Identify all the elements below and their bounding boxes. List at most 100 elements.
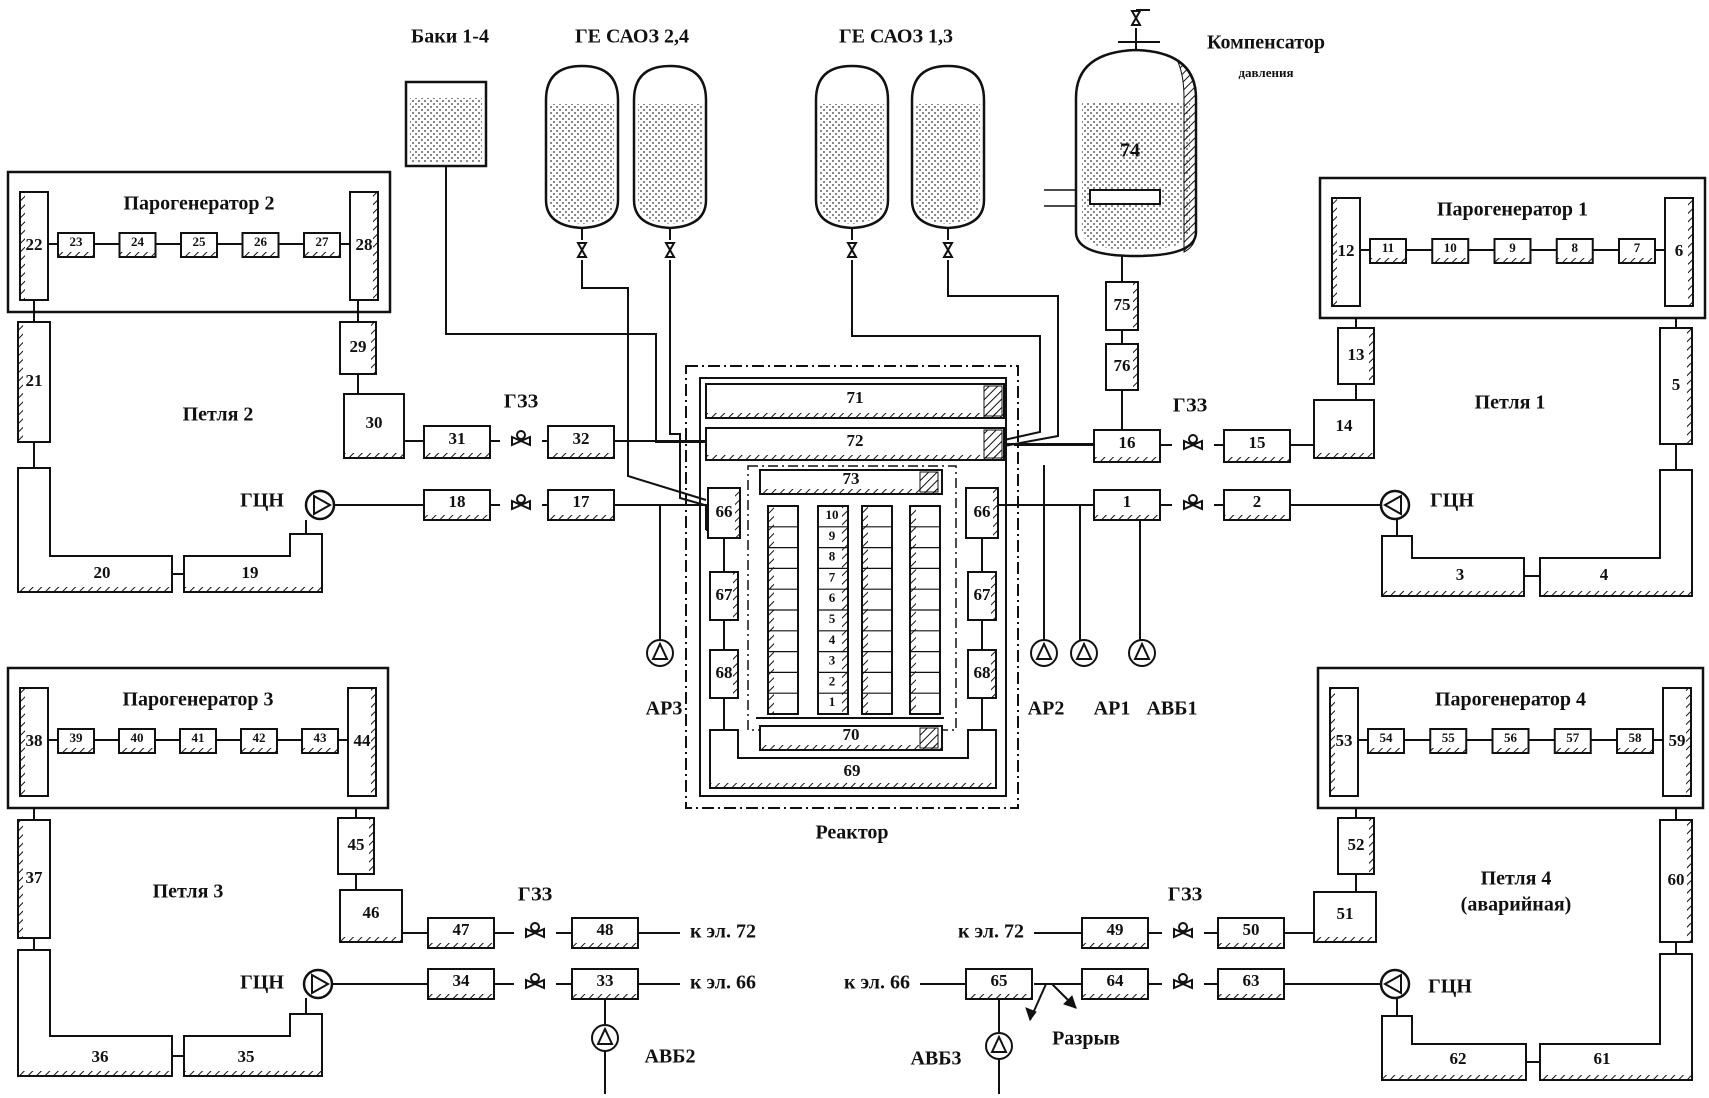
steam-generator-4-collector-left-label: 53 (1336, 731, 1353, 750)
loop4-label: Петля 4 (1481, 868, 1552, 890)
element-16-label: 16 (1119, 433, 1136, 452)
accumulator-ge-3-water (916, 104, 980, 224)
rcp3-label: ГЦН (240, 972, 284, 994)
steam-generator-1-tube-1-insulation (1432, 258, 1469, 263)
element-33-insulation (572, 994, 638, 999)
ref72-right: к эл. 72 (958, 921, 1024, 943)
rupture-arrow-2-head (1063, 995, 1077, 1009)
core-node-label-8: 8 (829, 549, 836, 564)
element-62-insulation (1382, 1075, 1526, 1080)
avb2-label: АВБ2 (644, 1046, 695, 1068)
core-node-label-1: 1 (829, 694, 836, 709)
element-32 (547, 425, 615, 459)
element-73-hatch (919, 471, 939, 493)
element-18-label: 18 (449, 492, 466, 511)
element-13-insulation (1369, 328, 1374, 384)
steam-generator-3-collector-left-label: 38 (26, 731, 43, 750)
element-64-insulation (1082, 994, 1148, 999)
steam-generator-3-tube-0-insulation (58, 748, 94, 753)
element-14-label: 14 (1336, 416, 1354, 435)
element-17-insulation (548, 515, 614, 520)
element-45-label: 45 (348, 835, 365, 854)
accumulator-ge-4-water (638, 104, 702, 224)
element-31-insulation (424, 453, 490, 458)
element-60-label: 60 (1668, 870, 1685, 889)
pressurizer-water (1082, 102, 1190, 250)
ge13-label: ГЕ САОЗ 1,3 (839, 26, 953, 48)
element-21 (17, 321, 51, 443)
element-69-label: 69 (844, 761, 861, 780)
element-20-insulation (18, 587, 172, 592)
steam-generator-4-tube-3-label: 57 (1566, 730, 1580, 745)
main-isolation-valve-2-body (511, 435, 531, 447)
core-node-label-4: 4 (829, 632, 836, 647)
gate-valve-18-17-body (511, 499, 531, 511)
mvalve1-label: ГЗЗ (1173, 395, 1208, 417)
element-14 (1313, 399, 1375, 459)
element-74-label: 74 (1120, 140, 1140, 162)
element-52-insulation (1369, 818, 1374, 874)
element-32-label: 32 (573, 429, 590, 448)
steam-generator-3-tube-0-label: 39 (70, 730, 84, 745)
reactor-coolant-pump-2-impeller (313, 494, 333, 516)
steam-generator-4-collector-right-label: 59 (1669, 731, 1686, 750)
relief-valve (1130, 10, 1142, 26)
gate-valve-18-17-actuator (516, 494, 526, 504)
main-isolation-valve-2-actuator (516, 430, 526, 440)
steam-generator-1-tube-2-label: 9 (1509, 240, 1516, 255)
steam-generator-1-collector-right-label: 6 (1675, 241, 1684, 260)
ar2-label: АР2 (1028, 698, 1065, 720)
steam-generator-1-collector-left-insulation (1332, 198, 1337, 306)
element-16 (1093, 429, 1161, 463)
tanks-label: Баки 1-4 (411, 26, 489, 48)
element-3 (1381, 535, 1525, 597)
steam-generator-2-tube-4-label: 27 (316, 234, 330, 249)
steam-generator-4-tube-3-insulation (1554, 748, 1591, 753)
element-60-insulation (1687, 820, 1692, 942)
element-29 (339, 321, 377, 375)
element-18-insulation (424, 515, 490, 520)
gate-valve-34-33-actuator (530, 973, 540, 983)
element-76-label: 76 (1114, 356, 1131, 375)
element-21-insulation (18, 322, 23, 442)
element-67-right-insulation (991, 572, 996, 620)
steam-generator-2-tube-1-label: 24 (131, 234, 145, 249)
pipe-ge2-to-66 (581, 260, 707, 501)
main-isolation-valve-4-body (1173, 927, 1193, 939)
steam-generator-4-tube-1-insulation (1430, 748, 1467, 753)
element-50-label: 50 (1243, 920, 1260, 939)
pipe-tanks-to-72 (445, 178, 706, 443)
element-60 (1659, 819, 1693, 943)
steam-generator-1-tube-4-insulation (1619, 258, 1655, 263)
element-20-label: 20 (94, 563, 111, 582)
steam-generator-2-tube-2-insulation (181, 252, 217, 257)
element-1-insulation (1094, 515, 1160, 520)
gate-valve-34-33-body (525, 978, 545, 990)
pressurizer-label-2: давления (1238, 65, 1293, 80)
element-46 (339, 889, 403, 943)
steam-generator-1-collector-left-label: 12 (1338, 241, 1355, 260)
active-injection-ar2-arrow (1035, 641, 1053, 660)
element-70-insulation (760, 745, 942, 750)
steam-generator-1-tube-0-insulation (1370, 258, 1406, 263)
active-injection-ar3-arrow (651, 641, 669, 660)
element-46-label: 46 (363, 903, 380, 922)
accumulator-ge-2-water (550, 104, 614, 224)
core-node-label-5: 5 (829, 611, 836, 626)
loop2-label: Петля 2 (183, 404, 254, 426)
element-29-insulation (371, 322, 376, 374)
element-5 (1659, 327, 1693, 445)
element-72-hatch (983, 429, 1003, 459)
loop1-label: Петля 1 (1475, 392, 1546, 414)
element-67-left-insulation (733, 572, 738, 620)
steam-generator-2-collector-right-insulation (373, 192, 378, 300)
steam-generator-1-tube-3-label: 8 (1572, 240, 1579, 255)
steam-generator-3-title: Парогенератор 3 (122, 689, 273, 711)
steam-generator-1-tube-0-label: 11 (1382, 240, 1394, 255)
element-34-label: 34 (453, 971, 471, 990)
element-30-label: 30 (366, 413, 383, 432)
pipe-ge3-to-72 (947, 260, 1059, 447)
element-61 (1539, 953, 1693, 1081)
element-2-label: 2 (1253, 492, 1262, 511)
steam-generator-2-collector-left-label: 22 (26, 235, 43, 254)
